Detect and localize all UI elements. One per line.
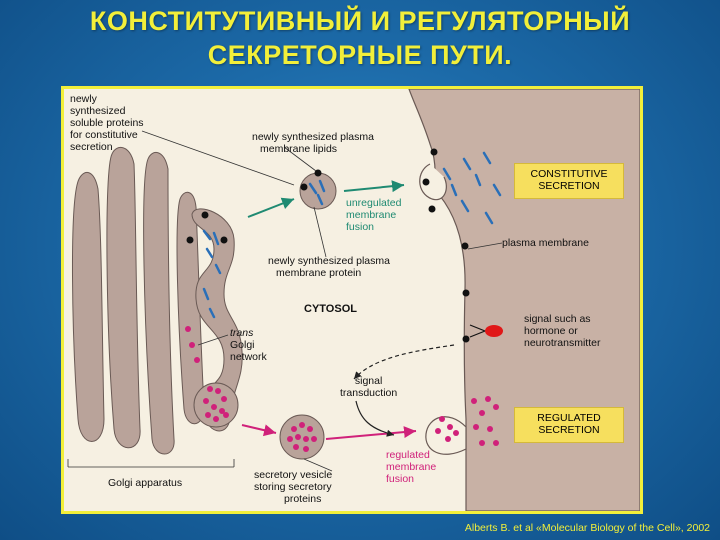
constitutive-vesicle [299, 172, 337, 210]
label-membrane-lipids: newly synthesized plasma membrane lipids [252, 131, 374, 155]
pink-protein-dots-golgi [185, 326, 229, 422]
label-unregulated-fusion: unregulated membrane fusion [346, 197, 402, 233]
label-signal-transduction: signal transduction [340, 375, 398, 399]
label-membrane-protein: newly synthesized plasma membrane protei… [268, 255, 390, 279]
membrane-protein-dots-golgi [186, 211, 228, 244]
label-trans-golgi-network: trans Golgi network [230, 327, 267, 363]
secretory-vesicle [279, 414, 325, 460]
regulated-fusion-pocket [425, 416, 467, 455]
page-title-line-2: СЕКРЕТОРНЫЕ ПУТИ. [207, 40, 513, 70]
page-title-line-1: КОНСТИТУТИВНЫЙ И РЕГУЛЯТОРНЫЙ [89, 6, 631, 36]
plasma-membrane-proteins [422, 148, 470, 343]
label-secretory-vesicle: secretory vesicle storing secretory prot… [254, 469, 333, 505]
label-signal: signal such as hormone or neurotransmitt… [524, 313, 601, 349]
secretory-pathways-diagram: newly synthesized soluble proteins for c… [61, 86, 643, 514]
constitutive-fusion-pocket [419, 163, 447, 201]
pink-proteins-secreted [435, 396, 499, 446]
label-cytosol: CYTOSOL [304, 303, 357, 315]
blue-proteins-secreted [442, 151, 502, 225]
label-soluble-proteins: newly synthesized soluble proteins for c… [70, 93, 144, 153]
signal-molecule [485, 325, 503, 337]
constitutive-secretion-box: CONSTITUTIVE SECRETION [514, 163, 624, 199]
label-plasma-membrane: plasma membrane [502, 237, 589, 249]
label-golgi-apparatus: Golgi apparatus [108, 477, 183, 489]
source-credit: Alberts B. et al «Molecular Biology of t… [464, 522, 710, 534]
regulated-secretion-box: REGULATED SECRETION [514, 407, 624, 443]
label-regulated-fusion: regulated membrane fusion [386, 449, 437, 485]
blue-proteins-golgi [202, 229, 222, 319]
